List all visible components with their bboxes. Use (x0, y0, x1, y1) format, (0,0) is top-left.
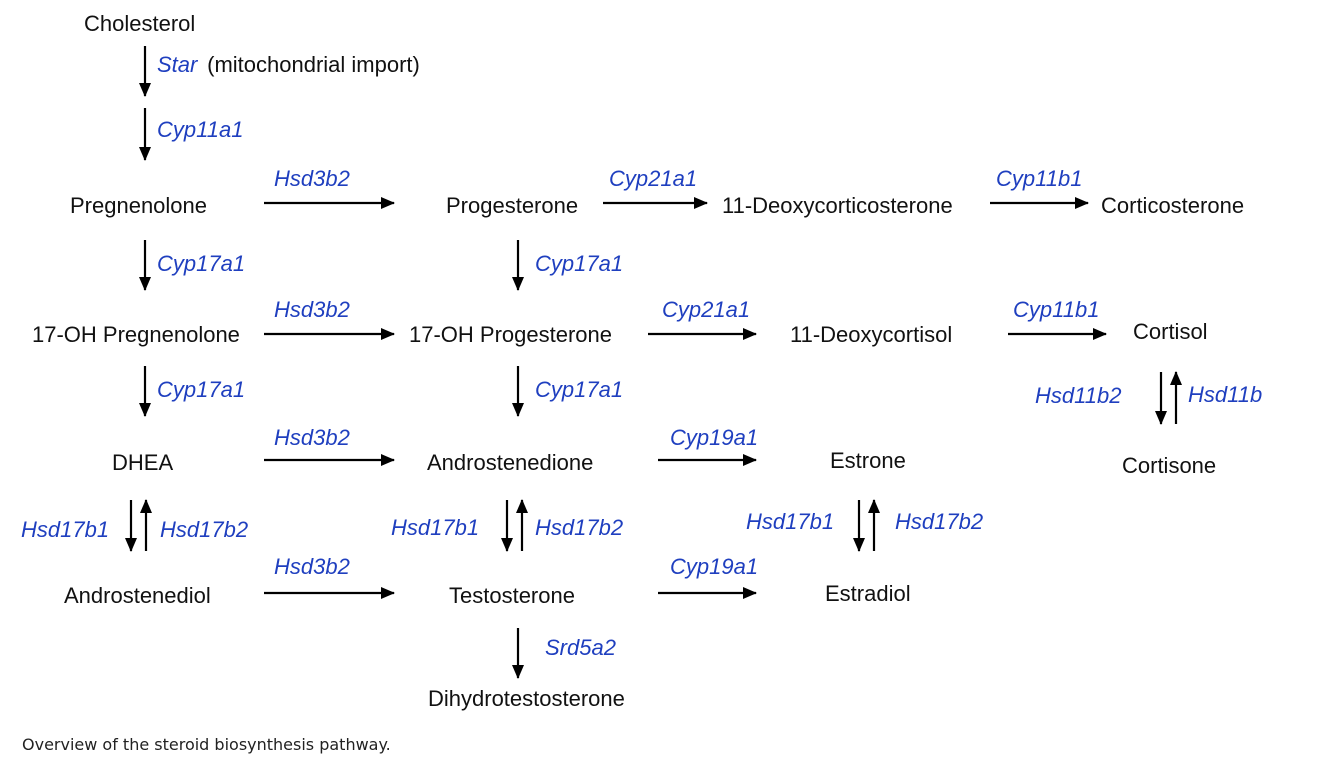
compound-progesterone: Progesterone (446, 193, 578, 218)
enzyme-hsd17b2-col2: Hsd17b2 (535, 515, 623, 540)
enzyme-cyp17a1-col2-b: Cyp17a1 (535, 377, 623, 402)
compound-deoxycorticosterone: 11-Deoxycorticosterone (722, 193, 953, 218)
enzyme-cyp17a1-col1-a: Cyp17a1 (157, 251, 245, 276)
enzyme-star: Star (157, 52, 199, 77)
enzyme-cyp21a1-row1: Cyp21a1 (609, 166, 697, 191)
enzyme-cyp17a1-col2-a: Cyp17a1 (535, 251, 623, 276)
enzymes: Star (mitochondrial import) Cyp11a1 Hsd3… (21, 52, 1262, 660)
star-note: (mitochondrial import) (201, 52, 420, 77)
enzyme-hsd17b2-col3: Hsd17b2 (895, 509, 983, 534)
enzyme-cyp17a1-col1-b: Cyp17a1 (157, 377, 245, 402)
enzyme-hsd17b2-col1: Hsd17b2 (160, 517, 248, 542)
enzyme-cyp11a1: Cyp11a1 (157, 117, 243, 142)
enzyme-hsd17b1-col1: Hsd17b1 (21, 517, 109, 542)
enzyme-srd5a2: Srd5a2 (545, 635, 616, 660)
enzyme-hsd11b2: Hsd11b2 (1035, 383, 1121, 408)
compound-androstenediol: Androstenediol (64, 583, 211, 608)
compounds: Cholesterol Pregnenolone Progesterone 11… (32, 11, 1244, 711)
enzyme-cyp19a1-row4: Cyp19a1 (670, 554, 758, 579)
compound-cortisol: Cortisol (1133, 319, 1208, 344)
enzyme-hsd3b2-row1: Hsd3b2 (274, 166, 350, 191)
enzyme-cyp11b1-row2: Cyp11b1 (1013, 297, 1099, 322)
enzyme-hsd3b2-row4: Hsd3b2 (274, 554, 350, 579)
compound-dihydrotestosterone: Dihydrotestosterone (428, 686, 625, 711)
steroid-pathway-diagram: Cholesterol Pregnenolone Progesterone 11… (21, 11, 1262, 711)
enzyme-hsd3b2-row3: Hsd3b2 (274, 425, 350, 450)
compound-estrone: Estrone (830, 448, 906, 473)
compound-oh-progesterone: 17-OH Progesterone (409, 322, 612, 347)
enzyme-hsd17b1-col3: Hsd17b1 (746, 509, 834, 534)
enzyme-cyp11b1-row1: Cyp11b1 (996, 166, 1082, 191)
enzyme-hsd3b2-row2: Hsd3b2 (274, 297, 350, 322)
enzyme-hsd11b: Hsd11b (1188, 382, 1262, 407)
compound-androstenedione: Androstenedione (427, 450, 593, 475)
compound-corticosterone: Corticosterone (1101, 193, 1244, 218)
compound-dhea: DHEA (112, 450, 173, 475)
compound-testosterone: Testosterone (449, 583, 575, 608)
compound-oh-pregnenolone: 17-OH Pregnenolone (32, 322, 240, 347)
arrows (125, 46, 1182, 679)
enzyme-cyp21a1-row2: Cyp21a1 (662, 297, 750, 322)
compound-estradiol: Estradiol (825, 581, 911, 606)
enzyme-cyp19a1-row3: Cyp19a1 (670, 425, 758, 450)
compound-cortisone: Cortisone (1122, 453, 1216, 478)
figure-caption: Overview of the steroid biosynthesis pat… (22, 735, 391, 754)
compound-cholesterol: Cholesterol (84, 11, 195, 36)
compound-pregnenolone: Pregnenolone (70, 193, 207, 218)
compound-deoxycortisol: 11-Deoxycortisol (790, 322, 952, 347)
enzyme-hsd17b1-col2: Hsd17b1 (391, 515, 479, 540)
